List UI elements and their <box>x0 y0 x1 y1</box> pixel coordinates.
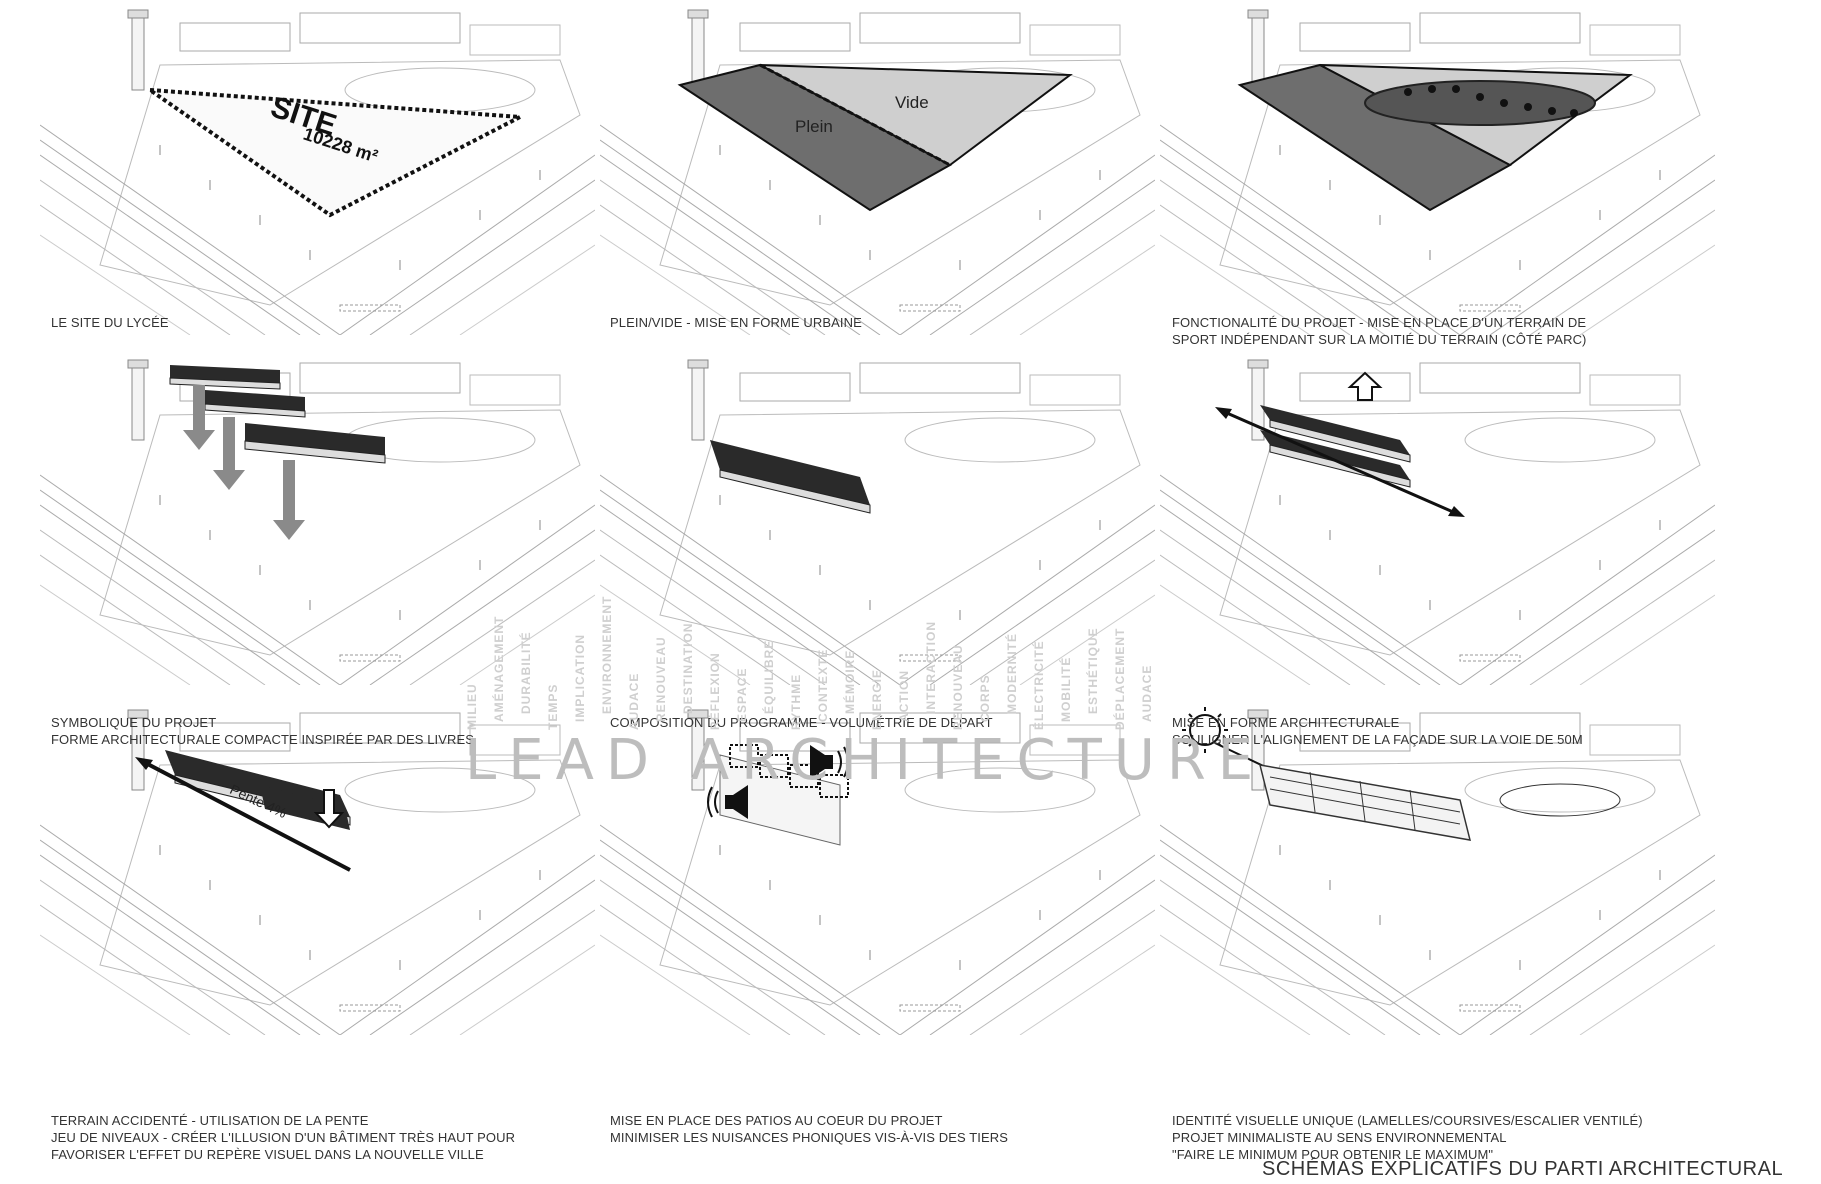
watermark-word: ENVIRONNEMENT <box>600 596 614 714</box>
watermark-word: MÉMOIRE <box>843 650 857 714</box>
up-arrow <box>1350 373 1380 400</box>
watermark-word: MILIEU <box>465 683 479 730</box>
watermark-word: DURABILITÉ <box>519 631 533 714</box>
caption-slope: TERRAIN ACCIDENTÉ - UTILISATION DE LA PE… <box>51 1112 515 1163</box>
watermark-word: CORPS <box>978 674 992 722</box>
watermark-word: MOBILITÉ <box>1059 657 1073 722</box>
base-volume <box>710 440 870 505</box>
caption-patios: MISE EN PLACE DES PATIOS AU COEUR DU PRO… <box>610 1112 1008 1146</box>
watermark: LEAD ARCHITECTURE <box>465 728 1265 793</box>
watermark-word: ACTION <box>897 670 911 722</box>
watermark-word: AMÉNAGEMENT <box>492 616 506 722</box>
watermark-word: ÉQUILIBRE <box>762 640 776 714</box>
watermark-word: MODERNITÉ <box>1005 633 1019 714</box>
site-basemap <box>40 5 595 335</box>
watermark-word: RENOUVEAU <box>951 644 965 730</box>
watermark-word: AUDACE <box>1140 665 1154 722</box>
watermark-word: ESPACE <box>735 668 749 722</box>
caption-books: SYMBOLIQUE DU PROJET FORME ARCHITECTURAL… <box>51 714 474 748</box>
watermark-word: TEMPS <box>546 684 560 730</box>
watermark-word: ÉLECTRICITÉ <box>1032 640 1046 730</box>
watermark-word: INTERACTION <box>924 621 938 714</box>
watermark-word: IMPLICATION <box>573 634 587 722</box>
watermark-word: CONTEXTE <box>816 649 830 722</box>
watermark-word: RYTHME <box>789 674 803 730</box>
sport-track <box>1365 81 1595 125</box>
page-footer-title: SCHÉMAS EXPLICATIFS DU PARTI ARCHITECTUR… <box>1262 1158 1783 1181</box>
vide-label: Vide <box>895 93 929 113</box>
final-building <box>1260 765 1470 840</box>
sport-basemap <box>1160 5 1715 335</box>
watermark-word: RENOUVEAU <box>654 636 668 722</box>
plein-vide-basemap <box>600 5 1155 335</box>
diagram-panel-facade <box>1160 355 1715 685</box>
diagram-panel-sport <box>1160 5 1715 335</box>
caption-sport: FONCTIONALITÉ DU PROJET - MISE EN PLACE … <box>1172 314 1586 348</box>
caption-identity: IDENTITÉ VISUELLE UNIQUE (LAMELLES/COURS… <box>1172 1112 1643 1163</box>
caption-plein-vide: PLEIN/VIDE - MISE EN FORME URBAINE <box>610 314 862 331</box>
books-basemap <box>40 355 595 685</box>
watermark-word: RÉFLEXION <box>708 652 722 730</box>
caption-site: LE SITE DU LYCÉE <box>51 314 169 331</box>
diagram-panel-books <box>40 355 595 685</box>
watermark-word: DESTINATION <box>681 623 695 714</box>
watermark-word: DÉPLACEMENT <box>1113 628 1127 730</box>
watermark-word: AUDACE <box>627 673 641 730</box>
watermark-word: ÉNERGIE <box>870 669 884 730</box>
diagram-panel-plein-vide: Plein Vide <box>600 5 1155 335</box>
diagram-panel-site: SITE 10228 m² <box>40 5 595 335</box>
watermark-word: ESTHÉTIQUE <box>1086 627 1100 714</box>
plein-label: Plein <box>795 117 833 137</box>
facade-basemap <box>1160 355 1715 685</box>
